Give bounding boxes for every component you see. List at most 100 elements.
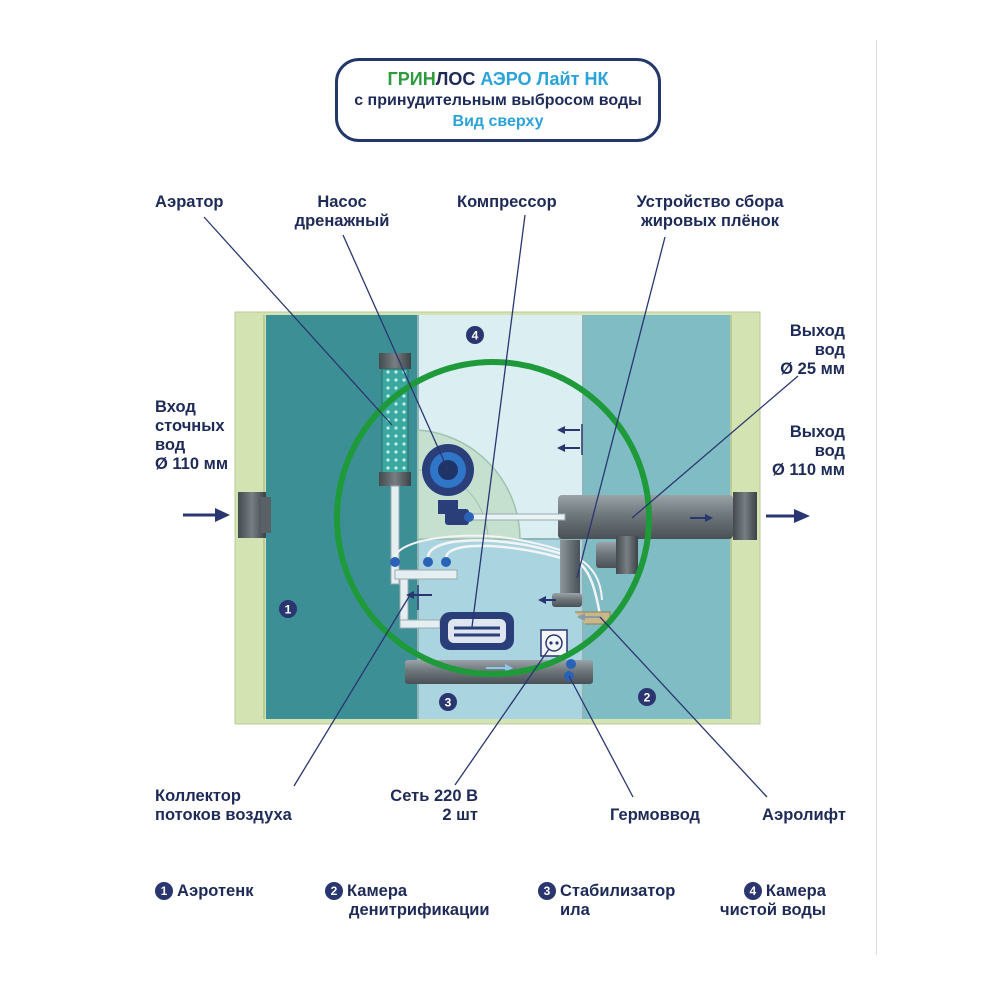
air-valve [441, 557, 451, 567]
chamber-badge-number: 1 [285, 603, 292, 617]
power-socket-pin [555, 641, 559, 645]
aerator-cap [379, 353, 411, 369]
legend-label-line2: ила [560, 901, 590, 919]
outlet-pipe-25 [464, 513, 566, 521]
label-air-collector: Коллектор потоков воздуха [155, 787, 292, 825]
label-compressor-text: Компрессор [457, 193, 557, 211]
label-line: Сеть 220 В [390, 787, 478, 805]
outlet-pipe-flange [733, 492, 757, 540]
flow-arrow-head [557, 444, 565, 452]
aerator-air-pipe [390, 485, 400, 585]
legend-number: 2 [325, 882, 343, 900]
compressor-face [448, 619, 506, 643]
label-line: Ø 110 мм [155, 455, 229, 473]
legend-label: Камера [765, 882, 826, 900]
label-aerator: Аэратор [155, 193, 224, 212]
leader-airlift [599, 616, 768, 798]
legend-label-line2: чистой воды [720, 901, 826, 919]
label-mains: Сеть 220 В 2 шт [380, 787, 478, 825]
label-line: Насос [317, 193, 367, 211]
power-socket-face [545, 634, 563, 652]
legend-number: 1 [155, 882, 173, 900]
inlet-arrow-head [215, 508, 230, 522]
label-outlet-110: Выход вод Ø 110 мм [760, 423, 845, 480]
aerator-cap [379, 472, 411, 486]
title-box: ГРИНЛОС АЭРО Лайт НК с принудительным вы… [335, 58, 661, 142]
outlet-pipe-110 [558, 495, 733, 539]
leader-compressor [471, 214, 526, 628]
highlight-circle [334, 359, 652, 677]
inlet-pipe-collar [261, 497, 271, 533]
label-grease-collector: Устройство сбора жировых плёнок [630, 193, 790, 231]
chamber-badge-number: 2 [644, 691, 651, 705]
label-compressor: Компрессор [457, 193, 557, 212]
legend-label: Аэротенк [177, 882, 254, 900]
label-line: вод [814, 341, 845, 359]
grease-collector-elbow [552, 593, 582, 607]
subtitle: с принудительным выбросом воды [354, 91, 642, 109]
leader-mains [454, 648, 550, 786]
leader-collector [293, 594, 411, 787]
model-name: АЭРО Лайт НК [475, 68, 609, 89]
flow-arrow-head [557, 426, 565, 434]
legend-number: 4 [743, 882, 762, 900]
power-socket [540, 629, 568, 657]
label-airlift: Аэролифт [762, 806, 846, 825]
cable-gland [566, 659, 576, 669]
chamber-badge-1: 1 [279, 600, 297, 618]
leader-grease [576, 236, 666, 579]
product-title: ГРИНЛОС АЭРО Лайт НК [388, 69, 609, 90]
view-caption: Вид сверху [452, 112, 544, 130]
brand-dark: ЛОС [435, 68, 476, 89]
label-line: потоков воздуха [155, 806, 292, 824]
label-line: Ø 25 мм [780, 360, 845, 378]
leader-gland [568, 675, 634, 798]
legend-label-line2: денитрификации [349, 901, 490, 919]
air-valve [390, 557, 400, 567]
label-line: Выход [789, 322, 845, 340]
label-line: жировых плёнок [641, 212, 779, 230]
label-cable-gland: Гермоввод [610, 806, 700, 825]
label-airlift-text: Аэролифт [762, 806, 846, 824]
drainage-pump-valve [464, 512, 474, 522]
aerator-body [381, 368, 409, 478]
label-aerator-text: Аэратор [155, 193, 224, 211]
legend-label: Камера [347, 882, 408, 900]
label-line: 2 шт [442, 806, 478, 824]
label-line: сточных [155, 417, 225, 435]
flow-arrow-head [705, 514, 713, 522]
label-line: Устройство сбора [636, 193, 784, 211]
label-inlet: Вход сточных вод Ø 110 мм [155, 398, 228, 474]
callout-lines [203, 214, 799, 798]
leader-outlet-25 [631, 375, 799, 519]
chamber-badge-number: 4 [472, 329, 479, 343]
flow-arrow-head [505, 664, 513, 672]
drainage-pump-elbow [445, 509, 469, 525]
grease-collector-pipe [560, 540, 580, 600]
page-divider [876, 40, 877, 955]
airlift-cap [616, 536, 638, 574]
chamber-badge-number: 3 [445, 696, 452, 710]
label-line: Выход [789, 423, 845, 441]
label-outlet-25: Выход вод Ø 25 мм [760, 322, 845, 379]
air-collector [394, 569, 458, 580]
label-line: Ø 110 мм [771, 461, 845, 479]
chamber-badge-4: 4 [466, 326, 484, 344]
leader-aerator [203, 216, 393, 426]
chamber-badge-3: 3 [439, 693, 457, 711]
label-line: вод [155, 436, 186, 454]
air-hose [394, 534, 603, 601]
label-cable-gland-text: Гермоввод [610, 806, 701, 824]
legend-label: Стабилизатор [560, 882, 676, 900]
label-line: Вход [155, 398, 196, 416]
air-valve [423, 557, 433, 567]
brand-green: ГРИН [387, 68, 436, 89]
label-line: дренажный [294, 212, 390, 230]
air-collector-pipe [399, 619, 441, 629]
label-drainage-pump: Насос дренажный [292, 193, 392, 231]
